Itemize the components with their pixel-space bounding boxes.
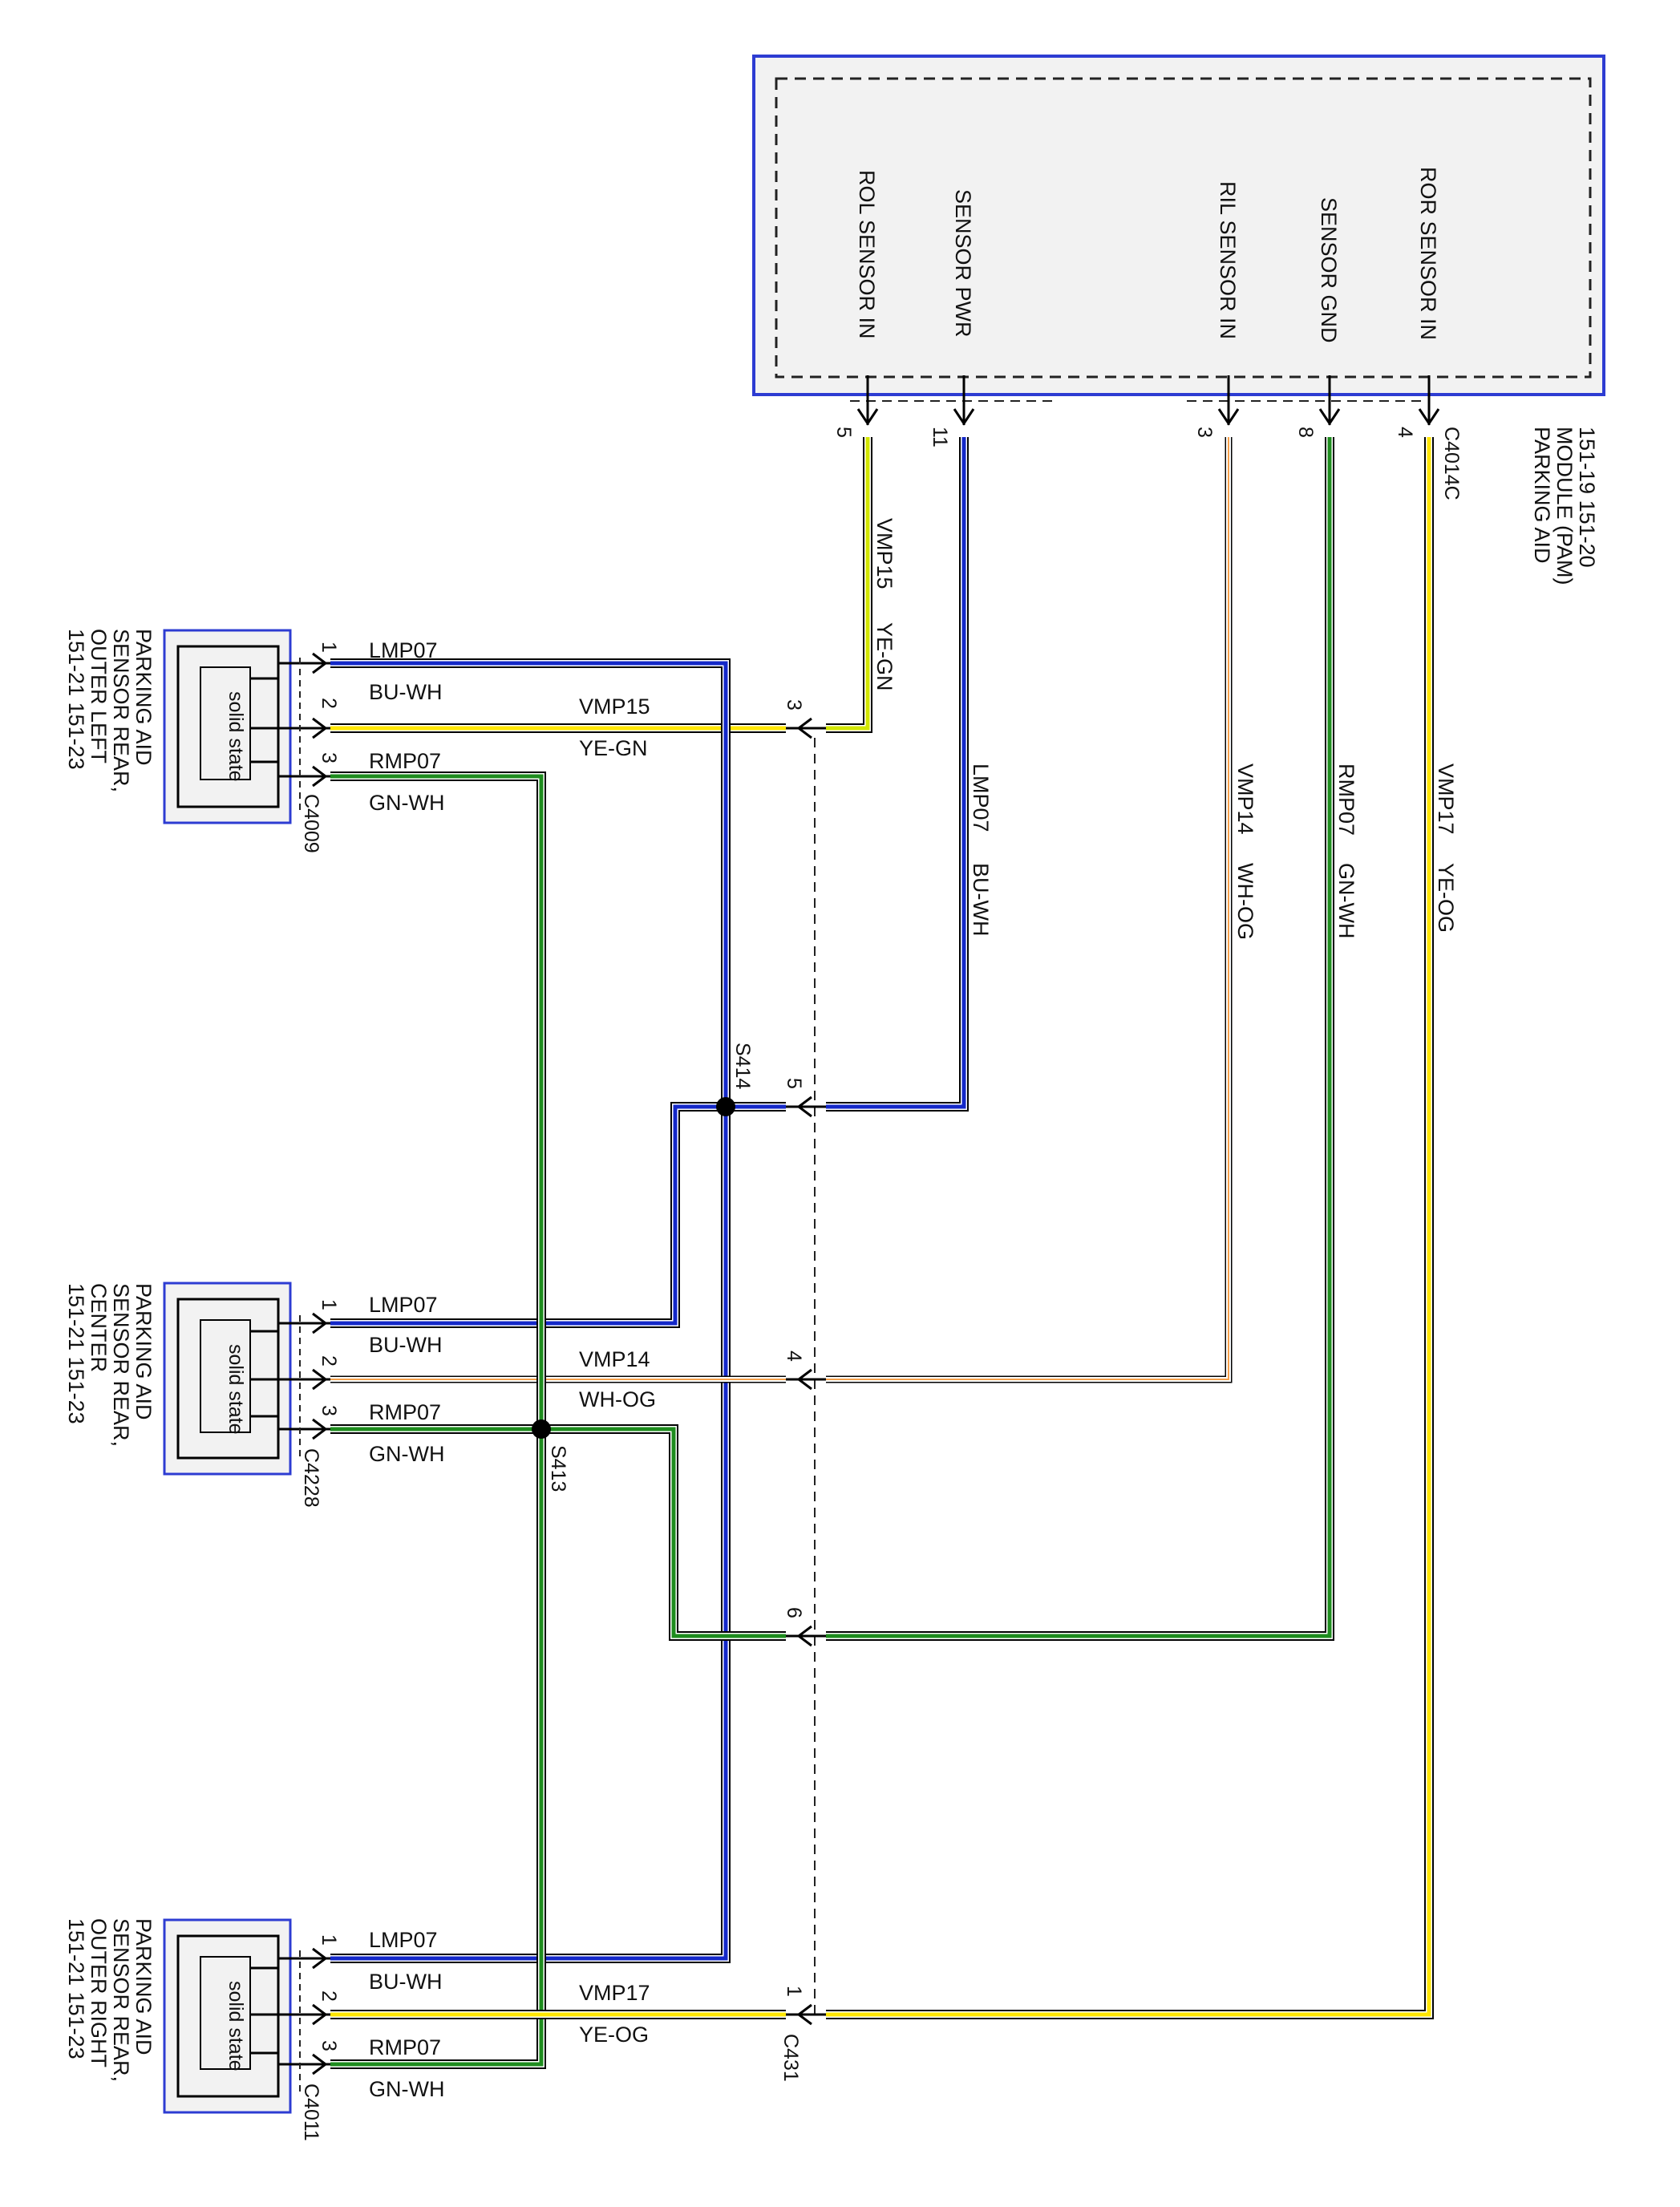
wire-color-label: WH-OG (579, 1387, 656, 1411)
wire-color-label: GN-WH (369, 1442, 444, 1466)
module-outline (752, 55, 1605, 396)
wire-color-label: GN-WH (369, 2077, 444, 2101)
module-pin-label-sensor-pwr: SENSOR PWR (951, 189, 975, 338)
module-pin-number: 3 (1193, 427, 1216, 438)
splice-label: S414 (731, 1043, 754, 1089)
wire-color-label: BU-WH (369, 1970, 442, 1994)
sensor-title-line2: SENSOR REAR, (109, 1918, 133, 2082)
sensor-title-line3: CENTER (87, 1283, 111, 1372)
splices: S414 S413 (532, 1043, 754, 1492)
module-pin-label-ror: ROR SENSOR IN (1416, 167, 1440, 340)
module-pin-number: 8 (1294, 427, 1317, 438)
wire-circuit-label: LMP07 (369, 1293, 438, 1317)
wire-rmp07 (330, 437, 1334, 2069)
wire-circuit-label: VMP17 (579, 1981, 650, 2005)
sensor-title-line1: PARKING AID (132, 1283, 156, 1420)
splice-s414 (716, 1097, 735, 1116)
sensor-pin-number: 3 (318, 1405, 340, 1416)
sensor-title-line3: OUTER LEFT (87, 629, 111, 763)
wire-circuit-label: LMP07 (369, 638, 438, 662)
wires (330, 437, 1434, 2069)
sensor-title-line4: 151-21 151-23 (64, 629, 88, 770)
wire-circuit-label: VMP14 (579, 1347, 650, 1371)
wire-circuit-label: VMP15 (579, 694, 650, 719)
wire-color-label: BU-WH (969, 863, 993, 936)
wire-circuit-label: VMP15 (872, 518, 897, 589)
wire-vmp14 (330, 437, 1233, 1383)
wire-labels: VMP15 YE-GN LMP07 BU-WH VMP14 WH-OG RMP0… (369, 518, 1458, 2101)
wire-circuit-label: RMP07 (369, 1400, 441, 1424)
module-title-line2: MODULE (PAM) (1552, 427, 1577, 585)
wire-vmp15 (330, 437, 872, 733)
splice-s413 (532, 1419, 551, 1439)
module-title-line1: PARKING AID (1530, 427, 1554, 564)
wire-color-label: BU-WH (369, 1333, 442, 1357)
wire-color-label: YE-OG (579, 2023, 649, 2047)
solid-state-element (200, 1956, 251, 2070)
sensor-title-line1: PARKING AID (132, 629, 156, 766)
sensor-pin-number: 3 (318, 2040, 340, 2051)
module-pin-stubs (856, 375, 1440, 426)
sensor-title-line1: PARKING AID (132, 1918, 156, 2055)
wire-circuit-label: VMP14 (1233, 763, 1257, 835)
c431-pin: 1 (783, 1986, 805, 1997)
sensor-pin-number: 1 (318, 1934, 340, 1946)
wire-circuit-label: RMP07 (369, 2035, 441, 2059)
sensor-title-line2: SENSOR REAR, (109, 1283, 133, 1447)
module-pin-number: 5 (832, 427, 855, 438)
sensor-outer-left: solid state 1 2 3 C4009 PARKING AID SENS… (64, 629, 340, 853)
sensor-pin-number: 2 (318, 698, 340, 709)
module-dashed-boundary (775, 77, 1592, 379)
parking-aid-module: ROL SENSOR IN SENSOR PWR RIL SENSOR IN S… (752, 55, 1605, 585)
c431-pin: 6 (783, 1607, 805, 1618)
wire-circuit-label: RMP07 (369, 749, 441, 773)
wire-circuit-label: LMP07 (969, 763, 993, 832)
module-pin-number: 4 (1394, 427, 1416, 438)
wire-color-label: GN-WH (369, 791, 444, 815)
sensor-pin-number: 1 (318, 1299, 340, 1310)
sensor-title-line4: 151-21 151-23 (64, 1918, 88, 2059)
c431-pin: 4 (783, 1351, 805, 1362)
wire-color-label: BU-WH (369, 680, 442, 704)
sensor-title-line3: OUTER RIGHT (87, 1918, 111, 2067)
wire-circuit-label: VMP17 (1434, 763, 1458, 835)
module-pin-number: 11 (929, 427, 951, 447)
splice-label: S413 (547, 1445, 569, 1492)
sensor-pin-number: 2 (318, 1355, 340, 1367)
sensor-pin-number: 3 (318, 752, 340, 763)
solid-state-label: solid state (225, 691, 247, 782)
sensor-title-line2: SENSOR REAR, (109, 629, 133, 792)
solid-state-label: solid state (225, 1344, 247, 1435)
wire-color-label: WH-OG (1233, 863, 1257, 940)
sensor-pin-number: 1 (318, 642, 340, 653)
solid-state-element (200, 1319, 251, 1433)
solid-state-element (200, 666, 251, 780)
module-pin-label-rol: ROL SENSOR IN (855, 170, 879, 339)
solid-state-label: solid state (225, 1981, 247, 2071)
sensor-pin-number: 2 (318, 1990, 340, 2002)
sensor-title-line4: 151-21 151-23 (64, 1283, 88, 1424)
c431-pin: 5 (783, 1078, 805, 1089)
wire-circuit-label: RMP07 (1334, 763, 1358, 836)
c431-connector-id: C431 (779, 2034, 802, 2082)
module-pin-label-sensor-gnd: SENSOR GND (1317, 197, 1341, 343)
inline-connector-c431: 3 5 4 6 1 C431 (779, 699, 826, 2082)
c431-pin: 3 (783, 699, 805, 711)
wire-vmp17 (330, 437, 1434, 2019)
wire-circuit-label: LMP07 (369, 1928, 438, 1952)
module-pin-label-ril: RIL SENSOR IN (1216, 181, 1240, 339)
sensor-outer-right: solid state 1 2 3 C4011 PARKING AID SENS… (64, 1918, 340, 2141)
sensor-connector-id: C4009 (300, 794, 322, 853)
module-title-line3: 151-19 151-20 (1575, 427, 1599, 568)
sensor-connector-id: C4011 (300, 2083, 322, 2141)
sensor-connector-id: C4228 (300, 1448, 322, 1508)
sensor-center: solid state 1 2 3 C4228 PARKING AID SENS… (64, 1282, 340, 1508)
wire-color-label: YE-GN (872, 622, 897, 691)
wire-color-label: GN-WH (1334, 863, 1358, 938)
module-connector-id: C4014C (1440, 427, 1463, 500)
wire-color-label: YE-OG (1434, 863, 1458, 933)
wire-color-label: YE-GN (579, 736, 648, 760)
